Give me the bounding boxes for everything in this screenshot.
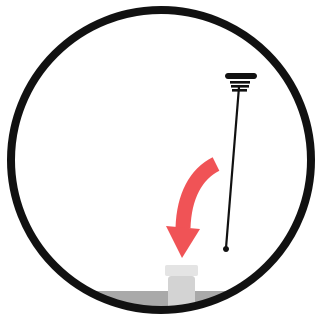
- probe-handle-ring-3: [232, 89, 247, 92]
- probe-handle-ring-1: [230, 81, 250, 84]
- connector-cap: [165, 265, 198, 276]
- probe-tip: [223, 246, 229, 252]
- probe-handle-top: [225, 73, 257, 79]
- probe-handle-ring-2: [231, 85, 249, 88]
